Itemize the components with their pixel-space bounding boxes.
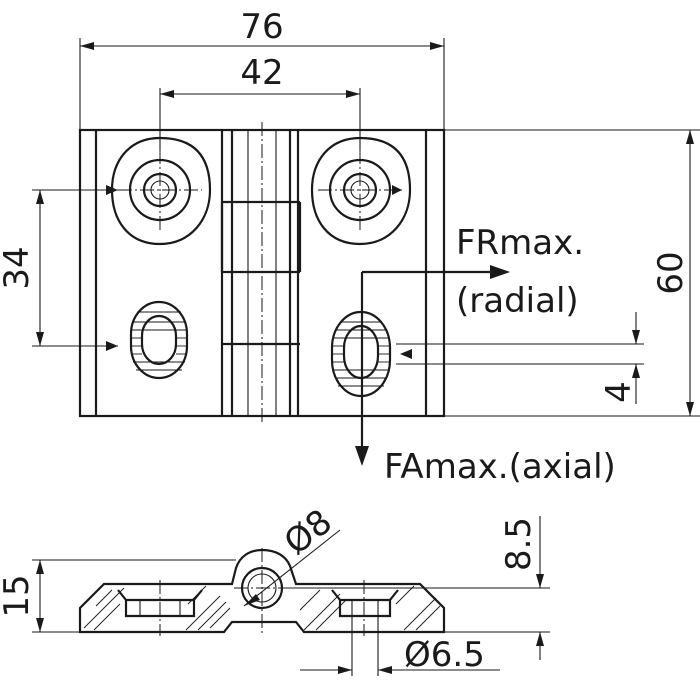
overall-width-label: 76 (240, 7, 283, 47)
dimension-hole-spacing: 42 (159, 53, 361, 150)
dimension-slot-offset: 4 (396, 312, 644, 404)
radial-force-name: FRmax. (456, 223, 584, 263)
axial-force-label: FAmax.(axial) (384, 447, 616, 487)
dimension-vertical-spacing: 34 (0, 185, 118, 351)
radial-force-note: (radial) (456, 281, 579, 321)
radial-force-indicator: FRmax. (radial) (362, 223, 584, 321)
pin-diameter-label: Ø8 (277, 502, 340, 563)
slot-offset-label: 4 (599, 381, 639, 403)
lower-left-slot (129, 300, 189, 380)
hinge-side-section-view (78, 548, 446, 636)
dimension-pin-diameter: Ø8 (243, 502, 341, 607)
hole-spacing-label: 42 (240, 53, 283, 93)
dimension-thickness: 15 (0, 559, 236, 633)
dimension-overall-width: 76 (79, 7, 445, 130)
thickness-label: 15 (0, 574, 37, 617)
axial-force-indicator: FAmax.(axial) (355, 272, 616, 487)
overall-height-label: 60 (651, 251, 691, 294)
hole-diameter-label: Ø6.5 (404, 635, 485, 675)
dimension-knuckle-height: 8.5 (290, 516, 550, 660)
hinge-front-view (78, 122, 446, 424)
hinge-knuckle (220, 122, 302, 424)
dimension-hole-diameter: Ø6.5 (300, 616, 500, 676)
upper-right-countersunk-hole (310, 136, 412, 246)
vertical-spacing-label: 34 (0, 246, 37, 289)
dimension-overall-height: 60 (444, 129, 700, 417)
knuckle-height-label: 8.5 (499, 517, 539, 571)
upper-left-countersunk-hole (110, 136, 212, 246)
